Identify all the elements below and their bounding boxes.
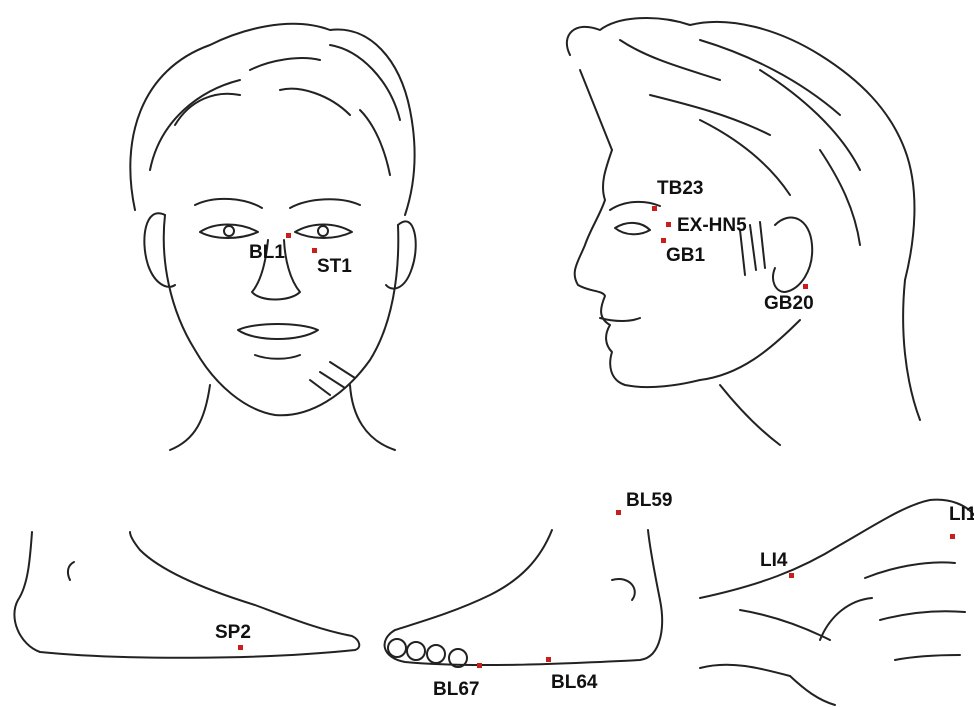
label-bl59: BL59 [626, 491, 672, 510]
point-li4 [789, 573, 794, 578]
label-gb1: GB1 [666, 246, 705, 265]
foot-side-drawing [14, 532, 359, 658]
point-st1 [312, 248, 317, 253]
point-bl1 [286, 233, 291, 238]
point-gb1 [661, 238, 666, 243]
point-gb20 [803, 284, 808, 289]
label-bl67: BL67 [433, 680, 479, 699]
front-face-drawing [130, 24, 415, 450]
point-tb23 [652, 206, 657, 211]
label-li1: LI1 [949, 505, 974, 524]
point-li1 [950, 534, 955, 539]
hand-drawing [700, 500, 974, 705]
label-bl64: BL64 [551, 673, 597, 692]
label-li4: LI4 [760, 551, 787, 570]
point-sp2 [238, 645, 243, 650]
label-sp2: SP2 [215, 623, 251, 642]
label-bl1: BL1 [249, 243, 285, 262]
foot-lateral-drawing [385, 530, 663, 667]
label-exhn5: EX-HN5 [677, 216, 747, 235]
label-gb20: GB20 [764, 294, 814, 313]
point-bl64 [546, 657, 551, 662]
label-tb23: TB23 [657, 179, 703, 198]
point-bl59 [616, 510, 621, 515]
point-exhn5 [666, 222, 671, 227]
point-bl67 [477, 663, 482, 668]
label-st1: ST1 [317, 257, 352, 276]
